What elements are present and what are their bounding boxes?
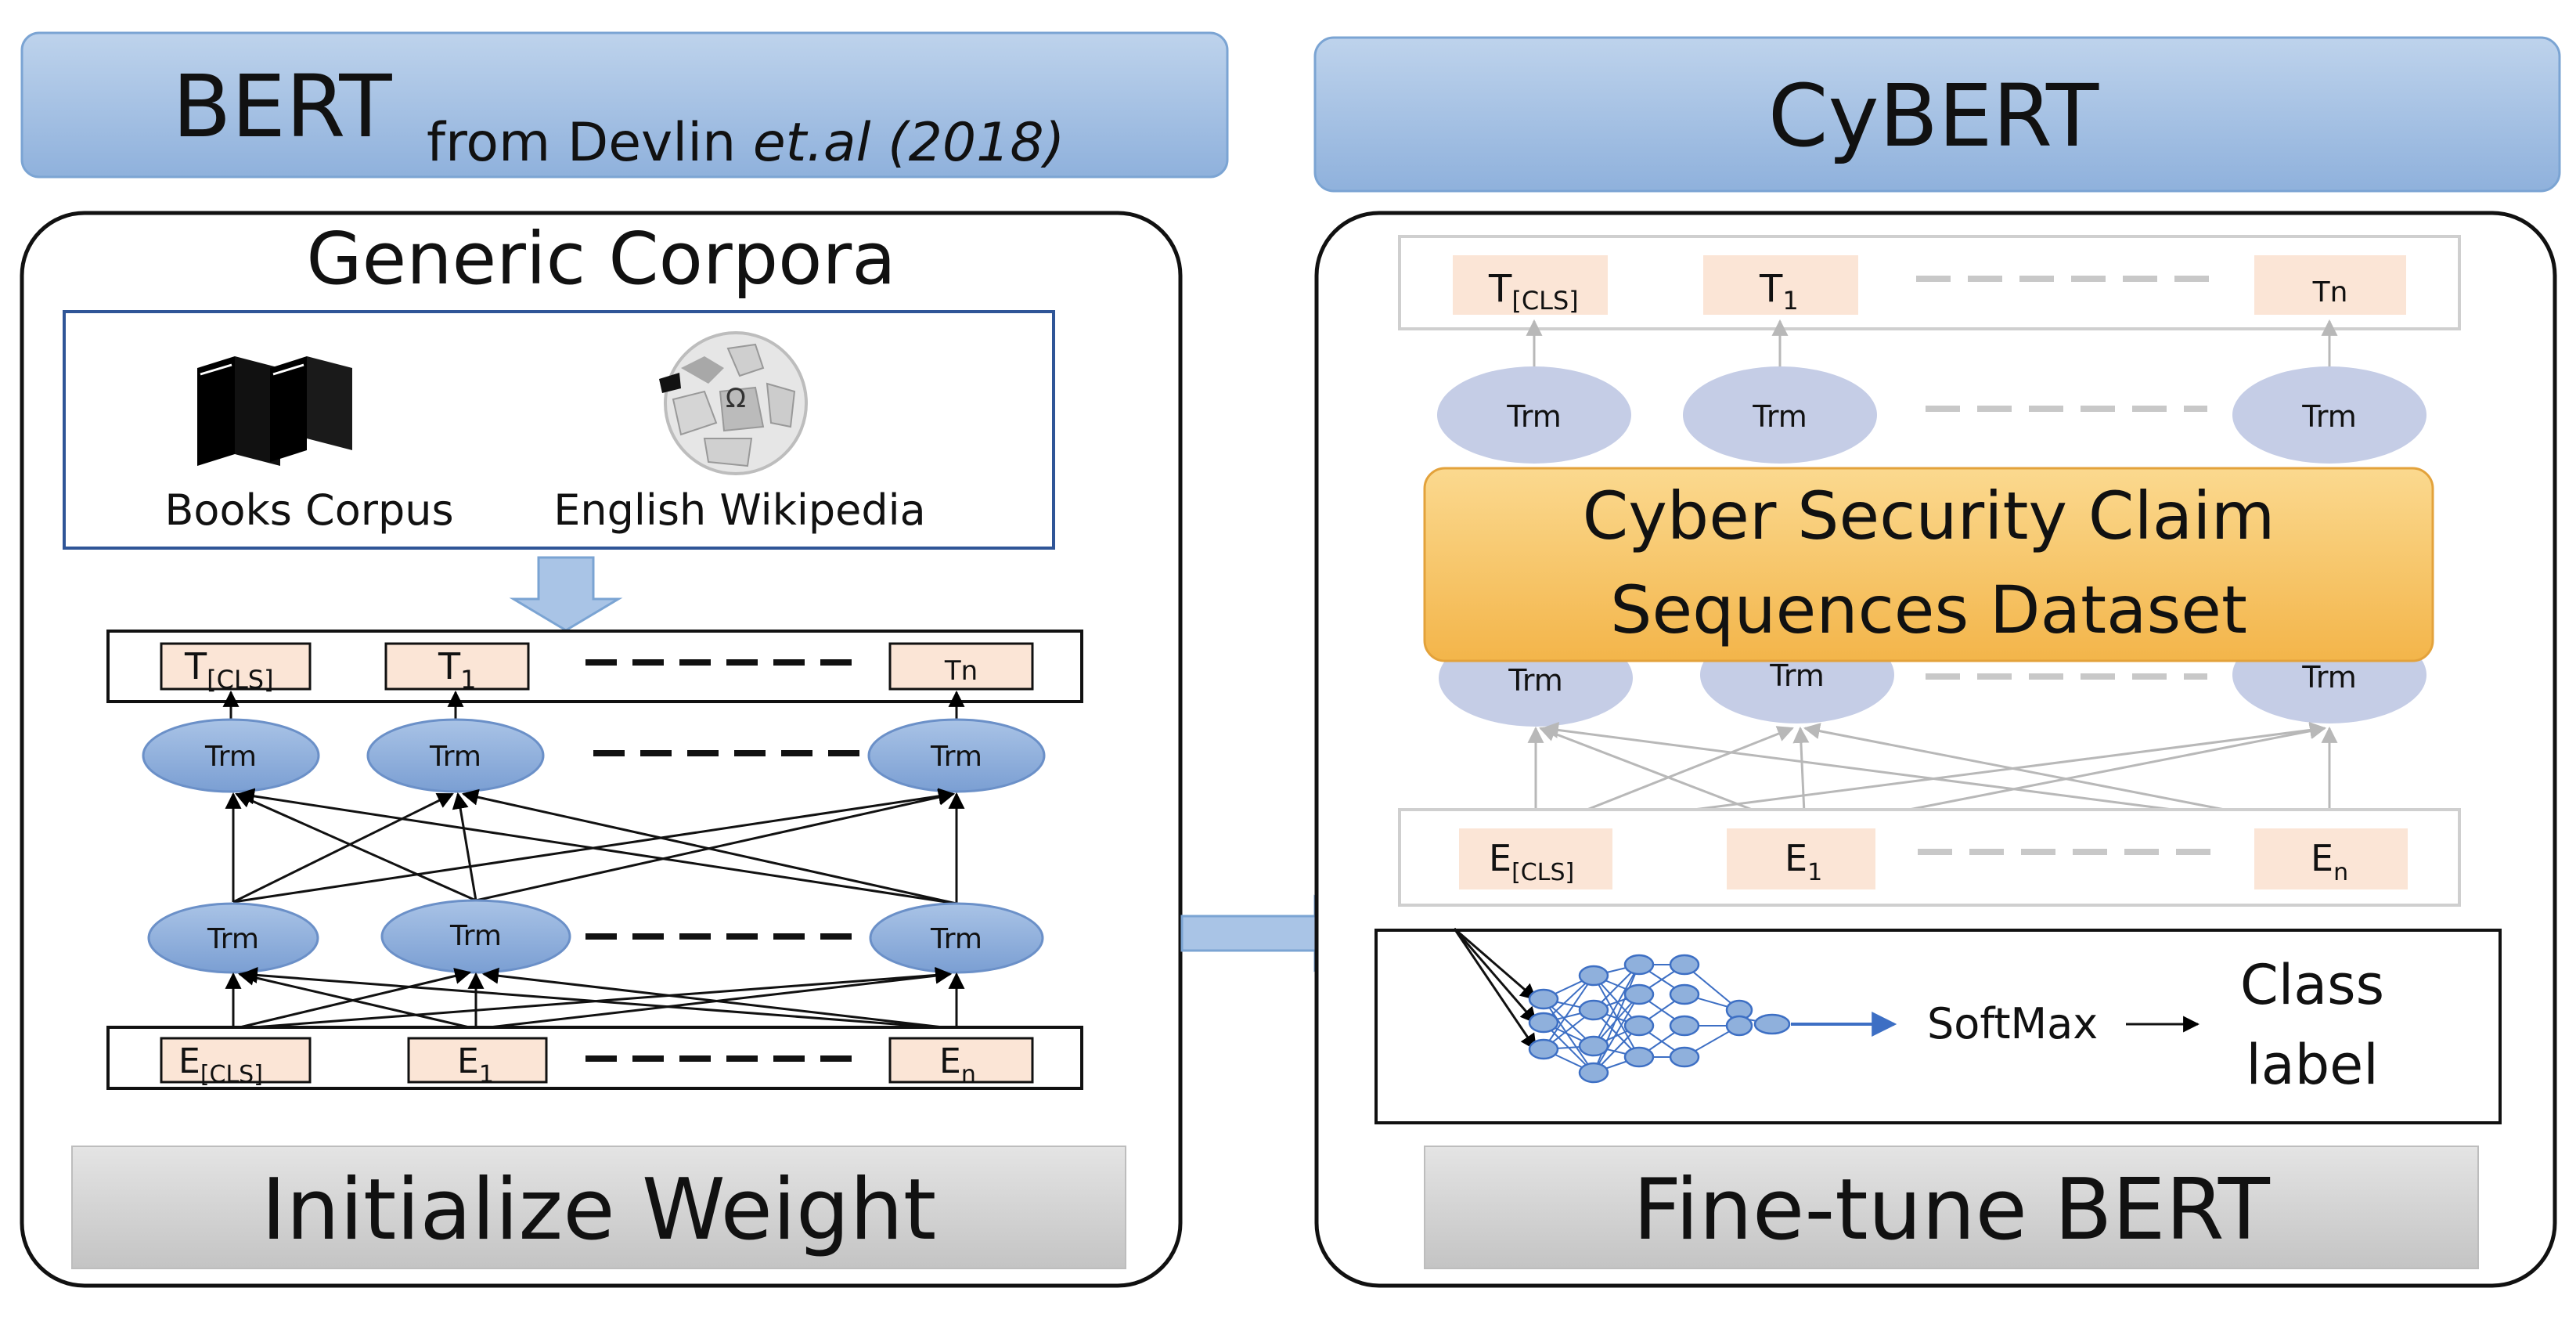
svg-text:E[CLS]: E[CLS] bbox=[178, 1041, 263, 1088]
left-output-token-cls: T[CLS] bbox=[160, 642, 312, 695]
svg-text:Trm: Trm bbox=[930, 741, 982, 773]
right-output-token-cls: T[CLS] bbox=[1453, 255, 1608, 316]
svg-text:Trm: Trm bbox=[2301, 399, 2357, 434]
left-trm-top-3: Trm bbox=[867, 718, 1046, 793]
left-header-citation: from Devlin et.al (2018) bbox=[427, 112, 1065, 174]
books-icon bbox=[197, 356, 352, 466]
svg-text:E[CLS]: E[CLS] bbox=[1489, 837, 1574, 886]
right-input-token-cls: E[CLS] bbox=[1459, 828, 1612, 889]
right-input-token-n: En bbox=[2254, 828, 2408, 889]
svg-text:Trm: Trm bbox=[930, 923, 982, 955]
left-trm-bottom-2: Trm bbox=[380, 899, 571, 974]
right-output-token-1: T1 bbox=[1703, 255, 1858, 316]
dataset-label-line1: Cyber Security Claim bbox=[1583, 478, 2275, 554]
svg-text:Trm: Trm bbox=[204, 741, 257, 773]
left-footer-label: Initialize Weight bbox=[261, 1161, 937, 1259]
svg-text:Ω: Ω bbox=[726, 383, 746, 414]
svg-text:Trm: Trm bbox=[1769, 658, 1825, 693]
svg-text:T1: T1 bbox=[438, 645, 476, 695]
svg-text:Trm: Trm bbox=[1508, 663, 1563, 698]
left-input-token-n: En bbox=[888, 1037, 1034, 1088]
svg-text:T[CLS]: T[CLS] bbox=[1488, 267, 1579, 316]
left-header-bar bbox=[20, 31, 1229, 179]
svg-text:T1: T1 bbox=[1759, 267, 1799, 316]
right-trm-top-3: Trm bbox=[2232, 366, 2426, 464]
svg-text:Trm: Trm bbox=[449, 920, 502, 952]
left-header-title: BERT bbox=[172, 56, 392, 157]
svg-text:Trm: Trm bbox=[207, 923, 259, 955]
right-header-bar bbox=[1313, 36, 2561, 193]
right-input-token-1: E1 bbox=[1727, 828, 1875, 889]
softmax-label: SoftMax bbox=[1927, 999, 2098, 1048]
corpus-item-wikipedia: English Wikipedia bbox=[553, 485, 926, 535]
class-label-line2: label bbox=[2246, 1033, 2378, 1097]
left-panel: BERT from Devlin et.al (2018) Generic Co… bbox=[20, 31, 1229, 1288]
left-input-token-cls: E[CLS] bbox=[160, 1037, 312, 1088]
svg-text:Trm: Trm bbox=[2301, 660, 2357, 695]
svg-text:Trm: Trm bbox=[429, 741, 481, 773]
right-footer-bar bbox=[1424, 1146, 2479, 1269]
svg-text:E1: E1 bbox=[457, 1041, 494, 1088]
svg-text:T[CLS]: T[CLS] bbox=[184, 645, 274, 695]
svg-text:Tn: Tn bbox=[944, 655, 978, 687]
left-output-token-1: T1 bbox=[384, 642, 530, 695]
svg-text:Trm: Trm bbox=[1752, 399, 1807, 434]
left-output-token-n: Tn bbox=[888, 642, 1034, 691]
left-trm-top-1: Trm bbox=[142, 718, 320, 793]
left-section-title: Generic Corpora bbox=[306, 217, 895, 301]
left-trm-connections bbox=[225, 788, 965, 905]
right-footer-label: Fine-tune BERT bbox=[1633, 1161, 2271, 1259]
right-output-token-n: Tn bbox=[2254, 255, 2406, 315]
wikipedia-globe-icon: Ω bbox=[659, 331, 808, 475]
left-input-connections bbox=[225, 966, 965, 1030]
classifier-box bbox=[1374, 929, 2502, 1124]
corpus-down-arrow bbox=[509, 556, 623, 632]
left-trm-top-2: Trm bbox=[366, 718, 545, 793]
left-footer-bar bbox=[71, 1146, 1126, 1269]
left-trm-bottom-1: Trm bbox=[147, 902, 319, 974]
right-panel: CyBERT T[CLS] T1 Tn Trm Trm Trm Trm Trm … bbox=[1313, 36, 2561, 1288]
dataset-box bbox=[1423, 467, 2434, 662]
neural-network-icon bbox=[1453, 927, 1791, 1084]
dataset-label-line2: Sequences Dataset bbox=[1610, 572, 2247, 648]
svg-text:En: En bbox=[2311, 837, 2348, 886]
corpus-item-books: Books Corpus bbox=[164, 485, 453, 535]
left-input-token-1: E1 bbox=[407, 1037, 548, 1088]
right-trm-top-2: Trm bbox=[1683, 366, 1877, 464]
svg-text:Trm: Trm bbox=[1506, 399, 1562, 434]
svg-text:En: En bbox=[939, 1041, 976, 1088]
left-trm-bottom-3: Trm bbox=[869, 902, 1044, 974]
right-trm-top-1: Trm bbox=[1437, 366, 1631, 464]
svg-text:E1: E1 bbox=[1785, 837, 1822, 886]
class-label-line1: Class bbox=[2240, 953, 2384, 1017]
right-header-title: CyBERT bbox=[1768, 66, 2099, 166]
svg-text:Tn: Tn bbox=[2312, 276, 2348, 309]
